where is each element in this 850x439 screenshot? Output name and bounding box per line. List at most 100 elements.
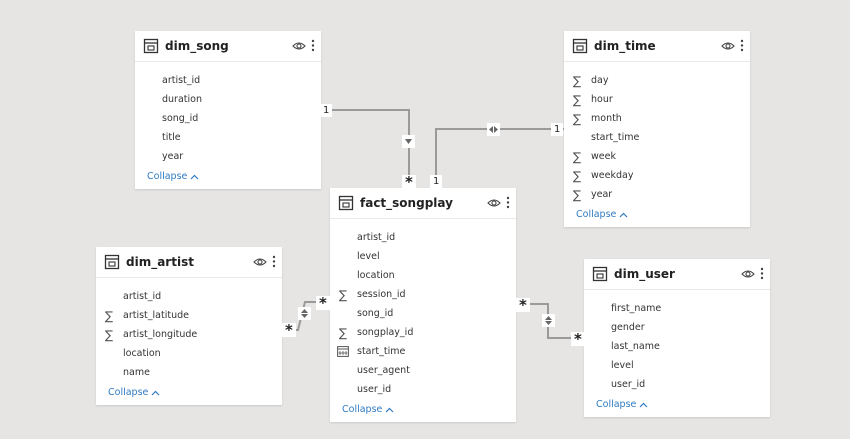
table-header: fact_songplay [330,188,516,219]
field-label: hour [591,94,613,105]
field-label: month [591,113,622,124]
field-row[interactable]: last_name [584,337,770,356]
field-row[interactable]: song_id [330,304,516,323]
field-label: user_id [357,384,392,395]
field-row[interactable]: artist_id [96,287,282,306]
field-list: artist_id level location ∑session_id son… [330,219,516,399]
table-card-dim-time[interactable]: dim_time ∑day ∑hour ∑month start_time ∑w… [564,31,750,227]
cardinality-one-label: 1 [551,123,564,136]
field-label: day [591,75,609,86]
chevron-up-icon [639,402,648,407]
collapse-label: Collapse [342,404,383,415]
filter-direction-both-vertical-icon[interactable] [542,314,555,327]
field-row[interactable]: song_id [135,109,321,128]
field-row[interactable]: gender [584,318,770,337]
eye-icon[interactable] [253,256,267,268]
field-label: start_time [591,132,640,143]
field-row[interactable]: duration [135,90,321,109]
field-row[interactable]: location [330,266,516,285]
sigma-icon: ∑ [572,168,582,183]
chevron-up-icon [385,407,394,412]
filter-direction-both-vertical-icon[interactable] [298,307,311,320]
field-label: user_agent [357,365,410,376]
cardinality-many-label: * [282,322,296,338]
field-row[interactable]: ∑month [564,109,750,128]
field-row[interactable]: title [135,128,321,147]
filter-direction-down-icon[interactable] [402,135,415,148]
field-label: song_id [357,308,394,319]
collapse-link[interactable]: Collapse [330,404,516,415]
field-label: user_id [611,379,646,390]
field-row[interactable]: start_time [330,342,516,361]
field-label: week [591,151,616,162]
field-row[interactable]: level [330,247,516,266]
more-options-icon[interactable] [272,255,276,268]
field-row[interactable]: ∑day [564,71,750,90]
field-row[interactable]: ∑songplay_id [330,323,516,342]
chevron-up-icon [619,212,628,217]
more-options-icon[interactable] [311,39,315,52]
cardinality-one-label: 1 [430,175,443,188]
table-card-fact-songplay[interactable]: fact_songplay artist_id level location ∑… [330,188,516,422]
eye-icon[interactable] [721,40,735,52]
field-row[interactable]: ∑hour [564,90,750,109]
collapse-link[interactable]: Collapse [564,209,750,220]
field-label: title [162,132,181,143]
table-title: dim_artist [126,255,194,269]
more-options-icon[interactable] [760,267,764,280]
field-row[interactable]: year [135,147,321,166]
field-row[interactable]: user_agent [330,361,516,380]
field-list: first_name gender last_name level user_i… [584,290,770,394]
table-card-dim-artist[interactable]: dim_artist artist_id ∑artist_latitude ∑a… [96,247,282,405]
filter-direction-both-icon[interactable] [487,123,500,136]
link-song-fact [320,109,410,188]
field-row[interactable]: location [96,344,282,363]
link-time-fact [435,128,564,188]
field-row[interactable]: ∑artist_longitude [96,325,282,344]
field-row[interactable]: artist_id [330,228,516,247]
field-label: last_name [611,341,660,352]
collapse-label: Collapse [147,171,188,182]
more-options-icon[interactable] [506,196,510,209]
field-label: location [123,348,161,359]
field-label: artist_longitude [123,329,198,340]
field-row[interactable]: level [584,356,770,375]
field-list: ∑day ∑hour ∑month start_time ∑week ∑week… [564,62,750,204]
more-options-icon[interactable] [740,39,744,52]
field-label: artist_id [162,75,201,86]
table-header: dim_time [564,31,750,62]
field-row[interactable]: user_id [330,380,516,399]
sigma-icon: ∑ [572,149,582,164]
table-header: dim_artist [96,247,282,278]
collapse-link[interactable]: Collapse [96,387,282,398]
eye-icon[interactable] [292,40,306,52]
field-row[interactable]: user_id [584,375,770,394]
cardinality-many-label: * [402,174,416,190]
collapse-link[interactable]: Collapse [135,171,321,182]
field-row[interactable]: start_time [564,128,750,147]
field-row[interactable]: artist_id [135,71,321,90]
field-row[interactable]: ∑artist_latitude [96,306,282,325]
field-label: first_name [611,303,662,314]
collapse-link[interactable]: Collapse [584,399,770,410]
field-row[interactable]: first_name [584,299,770,318]
field-label: name [123,367,150,378]
field-row[interactable]: ∑ week [564,147,750,166]
field-row[interactable]: ∑weekday [564,166,750,185]
table-title: dim_time [594,39,656,53]
table-card-dim-user[interactable]: dim_user first_name gender last_name lev… [584,259,770,417]
eye-icon[interactable] [741,268,755,280]
cardinality-many-label: * [571,331,585,347]
field-row[interactable]: ∑session_id [330,285,516,304]
table-icon [143,38,159,54]
field-label: year [162,151,184,162]
eye-icon[interactable] [487,197,501,209]
field-row[interactable]: name [96,363,282,382]
field-label: gender [611,322,645,333]
table-card-dim-song[interactable]: dim_song artist_id duration song_id titl… [135,31,321,189]
table-title: dim_song [165,39,229,53]
field-label: level [357,251,380,262]
collapse-label: Collapse [596,399,637,410]
table-title: dim_user [614,267,675,281]
field-row[interactable]: ∑year [564,185,750,204]
